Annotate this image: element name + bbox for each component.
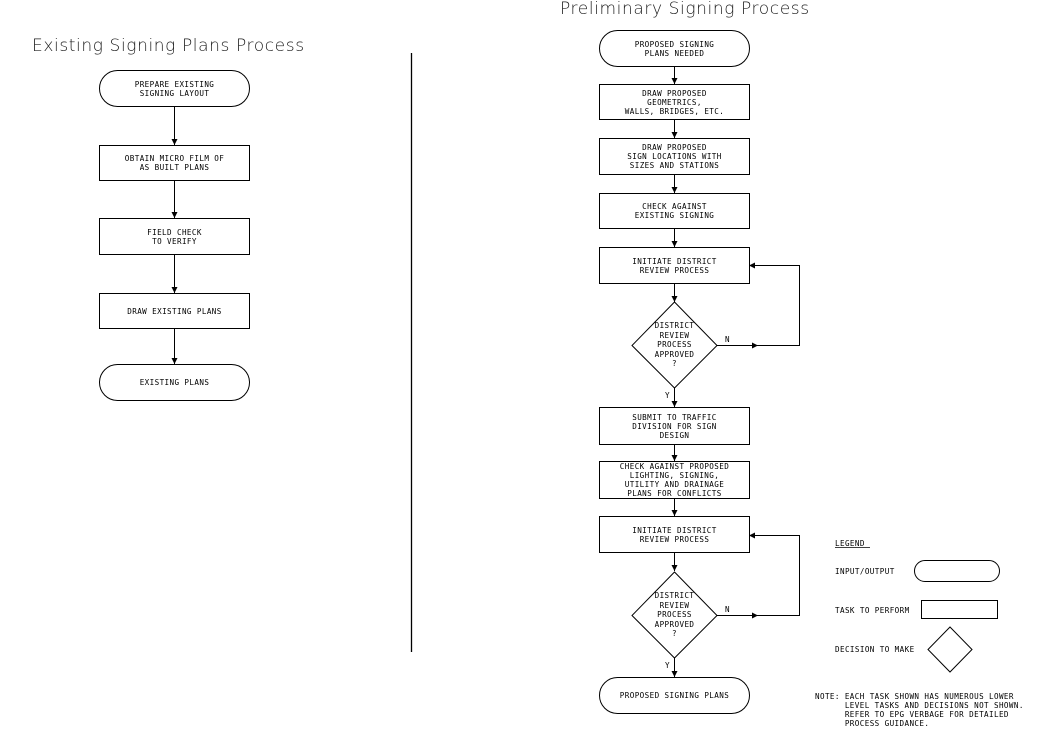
- prelim-step-plans-needed: PROPOSED SIGNING PLANS NEEDED: [599, 30, 750, 67]
- prelim-step-submit-traffic: SUBMIT TO TRAFFIC DIVISION FOR SIGN DESI…: [599, 407, 750, 445]
- process-note: NOTE: EACH TASK SHOWN HAS NUMEROUS LOWER…: [815, 692, 1024, 728]
- legend-task-shape: [921, 600, 998, 619]
- decision-2-yes-label: Y: [665, 661, 670, 670]
- decision-diamond-1: [631, 301, 718, 389]
- preliminary-process-title: Preliminary Signing Process: [560, 0, 810, 19]
- prelim-step-proposed-plans: PROPOSED SIGNING PLANS: [599, 677, 750, 714]
- prelim-step-draw-sign-locations: DRAW PROPOSED SIGN LOCATIONS WITH SIZES …: [599, 138, 750, 175]
- loop-2-return: [749, 532, 800, 616]
- prelim-step-initiate-review-2: INITIATE DISTRICT REVIEW PROCESS: [599, 516, 750, 553]
- legend-decision-label: DECISION TO MAKE: [835, 645, 915, 654]
- loop-1-return: [749, 262, 800, 346]
- existing-process-title: Existing Signing Plans Process: [32, 36, 305, 56]
- prelim-step-draw-geometrics: DRAW PROPOSED GEOMETRICS, WALLS, BRIDGES…: [599, 84, 750, 120]
- existing-step-prepare-layout: PREPARE EXISTING SIGNING LAYOUT: [99, 70, 250, 107]
- legend-io-shape: [914, 560, 1000, 582]
- decision-2-no-label: N: [725, 605, 730, 614]
- prelim-decision-review-1-label: DISTRICT REVIEW PROCESS APPROVED ?: [654, 321, 695, 369]
- prelim-step-check-conflicts: CHECK AGAINST PROPOSED LIGHTING, SIGNING…: [599, 461, 750, 499]
- existing-step-field-check: FIELD CHECK TO VERIFY: [99, 218, 250, 255]
- legend-title: LEGEND: [835, 539, 865, 548]
- legend-task-label: TASK TO PERFORM: [835, 606, 910, 615]
- decision-1-no-label: N: [725, 335, 730, 344]
- prelim-decision-review-2-label: DISTRICT REVIEW PROCESS APPROVED ?: [654, 591, 695, 639]
- decision-diamond-2: [631, 571, 718, 659]
- prelim-step-check-existing: CHECK AGAINST EXISTING SIGNING: [599, 193, 750, 229]
- existing-step-existing-plans: EXISTING PLANS: [99, 364, 250, 401]
- existing-step-obtain-microfilm: OBTAIN MICRO FILM OF AS BUILT PLANS: [99, 145, 250, 181]
- legend-decision-shape: [927, 626, 973, 673]
- legend-io-label: INPUT/OUTPUT: [835, 567, 895, 576]
- decision-1-yes-label: Y: [665, 391, 670, 400]
- existing-step-draw-plans: DRAW EXISTING PLANS: [99, 293, 250, 329]
- prelim-step-initiate-review-1: INITIATE DISTRICT REVIEW PROCESS: [599, 247, 750, 284]
